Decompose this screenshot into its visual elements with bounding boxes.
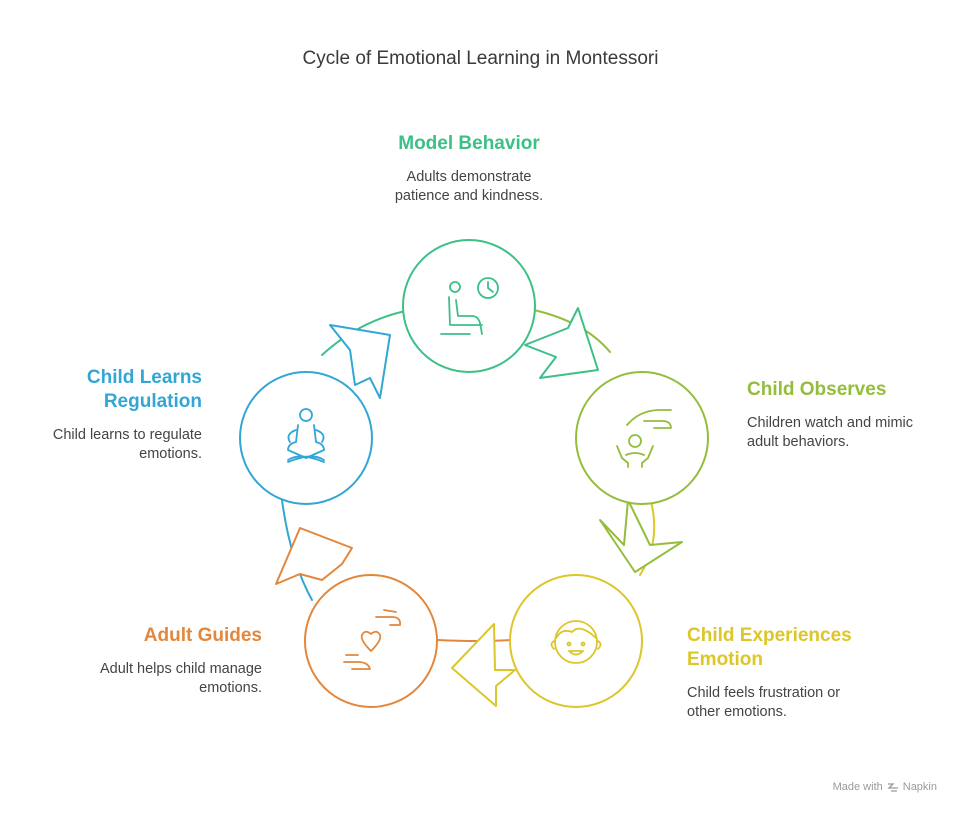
arc-observe-to-experience (639, 497, 656, 576)
stage-description: Child learns to regulate emotions. (52, 427, 202, 462)
circle-adult-guides (304, 574, 438, 708)
arrow-to-experience (599, 499, 683, 573)
stage-title: Model Behavior (398, 133, 540, 154)
meditation-icon (287, 408, 325, 463)
arrow-to-model (329, 324, 391, 399)
stage-description: Child feels frustration or other emotion… (687, 685, 841, 720)
circle-child-observes (575, 371, 709, 505)
stage-description: Children watch and mimic adult behaviors… (747, 415, 914, 450)
stage-title: Child Learns Regulation (86, 367, 202, 412)
circle-child-experiences (509, 574, 643, 708)
stage-title: Child Observes (747, 379, 887, 400)
adult-clock-icon (440, 277, 499, 335)
stage-title: Adult Guides (143, 625, 262, 646)
stage-description: Adult helps child manage emotions. (99, 661, 262, 696)
arrow-to-regulate (275, 527, 353, 585)
circle-model-behavior (402, 239, 536, 373)
made-with-credit[interactable]: Made with Napkin (832, 781, 937, 793)
arc-regulate-to-model (321, 309, 411, 356)
child-watching-icon (616, 409, 672, 468)
napkin-logo-icon (887, 783, 898, 792)
hands-heart-icon (343, 609, 401, 670)
arc-experience-to-guide (437, 639, 513, 642)
diagram-title: Cycle of Emotional Learning in Montessor… (302, 48, 659, 69)
circle-child-regulation (239, 371, 373, 505)
stage-description: Adults demonstrate patience and kindness… (394, 169, 544, 204)
stage-title: Child Experiences Emotion (687, 625, 852, 670)
arrow-to-observe (524, 307, 599, 379)
arrow-to-guide (451, 623, 516, 707)
child-face-icon (550, 620, 602, 664)
